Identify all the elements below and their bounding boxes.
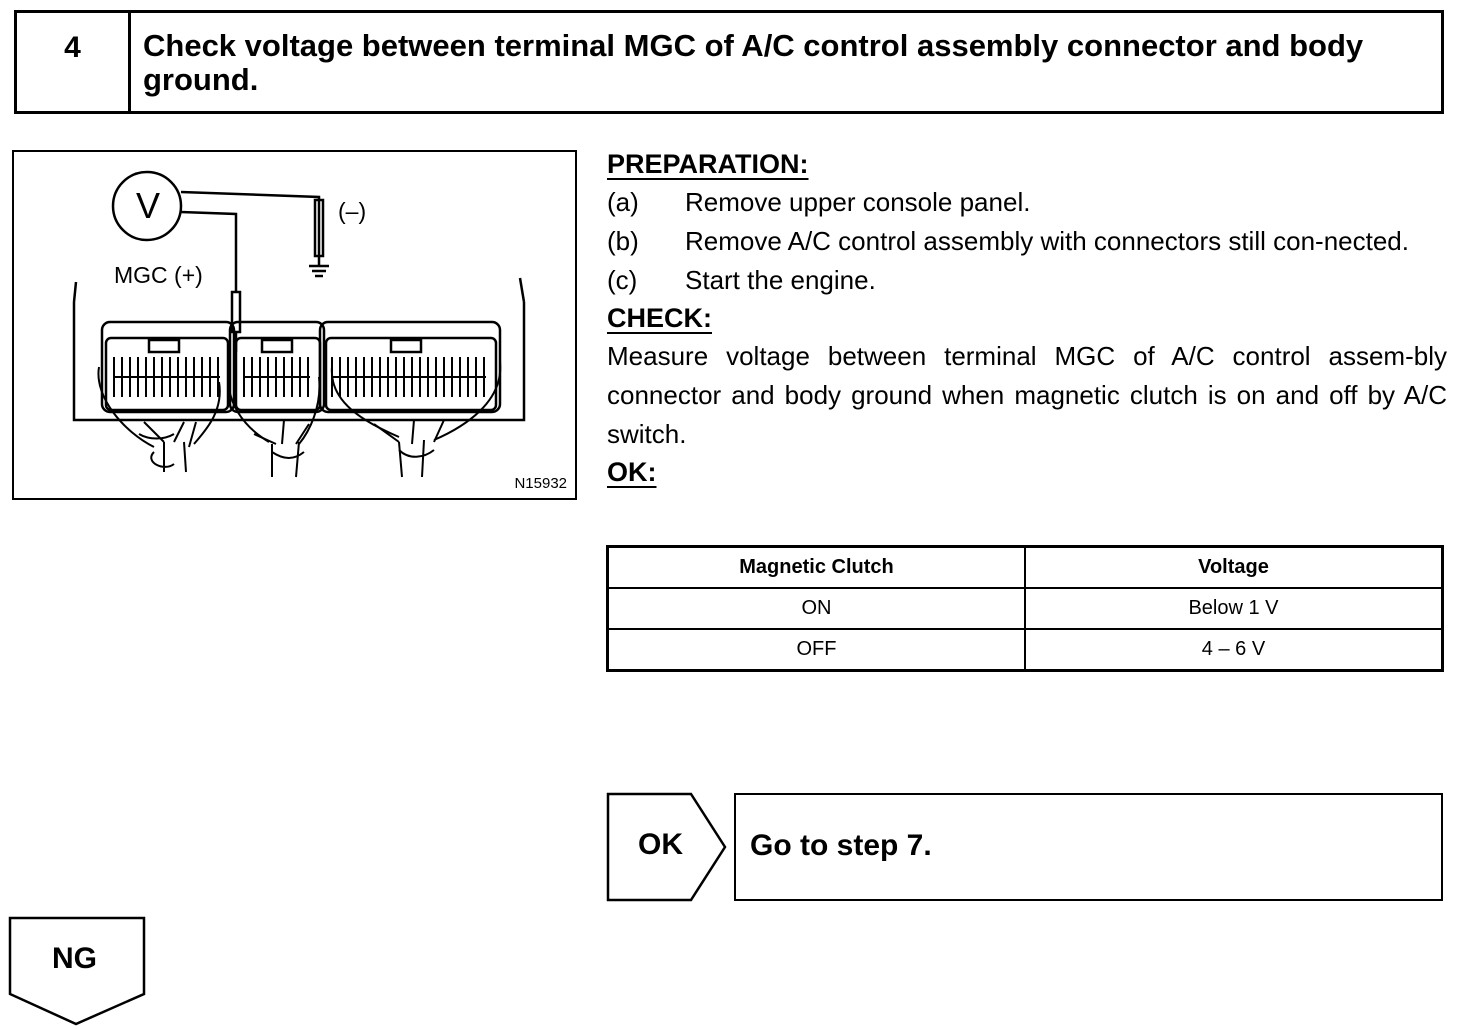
table-row: OFF 4 – 6 V xyxy=(606,628,1444,672)
table-cell: Below 1 V xyxy=(1024,587,1444,630)
figure-id: N15932 xyxy=(514,475,567,492)
arrow-down-icon xyxy=(8,916,146,1026)
step-number: 4 xyxy=(17,13,131,111)
table-cell: 4 – 6 V xyxy=(1024,628,1444,672)
ng-result-arrow: NG xyxy=(8,916,148,1028)
ok-action-box: Go to step 7. xyxy=(734,793,1443,901)
step-title: Check voltage between terminal MGC of A/… xyxy=(143,28,1364,97)
prep-step-label: (b) xyxy=(607,226,639,256)
check-text: Measure voltage between terminal MGC of … xyxy=(607,341,1447,449)
prep-step-label: (a) xyxy=(607,187,639,217)
voltage-spec-table: Magnetic Clutch Voltage ON Below 1 V OFF… xyxy=(606,545,1444,672)
connector-diagram: MGC (+) V (–) N15932 xyxy=(12,150,577,500)
prep-step-text: Remove A/C control assembly with connect… xyxy=(685,226,1409,256)
voltmeter-symbol: V xyxy=(136,185,161,226)
prep-step-text: Start the engine. xyxy=(685,265,876,295)
table-header: Voltage xyxy=(1024,545,1444,589)
preparation-heading: PREPARATION: xyxy=(607,149,809,179)
connector-illustration xyxy=(72,170,526,478)
ng-label: NG xyxy=(52,942,97,975)
table-header-row: Magnetic Clutch Voltage xyxy=(606,545,1444,589)
table-header: Magnetic Clutch xyxy=(606,545,1026,589)
step-header: 4 Check voltage between terminal MGC of … xyxy=(14,10,1444,114)
ok-action-text: Go to step 7. xyxy=(750,829,932,862)
arrow-right-icon xyxy=(606,792,727,902)
table-cell: OFF xyxy=(606,628,1026,672)
prep-step-label: (c) xyxy=(607,265,638,295)
negative-lead-label: (–) xyxy=(338,198,367,224)
table-cell: ON xyxy=(606,587,1026,630)
prep-step: (b) Remove A/C control assembly with con… xyxy=(607,222,1447,261)
prep-step: (c) Start the engine. xyxy=(607,261,1447,300)
ok-label: OK xyxy=(638,828,683,861)
table-row: ON Below 1 V xyxy=(606,587,1444,630)
ok-heading: OK: xyxy=(607,457,657,487)
prep-step-text: Remove upper console panel. xyxy=(685,187,1031,217)
voltmeter-icon xyxy=(111,170,183,242)
prep-step: (a) Remove upper console panel. xyxy=(607,183,1447,222)
ok-result-arrow: OK xyxy=(606,792,728,902)
instructions: PREPARATION: (a) Remove upper console pa… xyxy=(607,146,1447,491)
mgc-terminal-label: MGC (+) xyxy=(114,262,203,288)
check-heading: CHECK: xyxy=(607,303,712,333)
